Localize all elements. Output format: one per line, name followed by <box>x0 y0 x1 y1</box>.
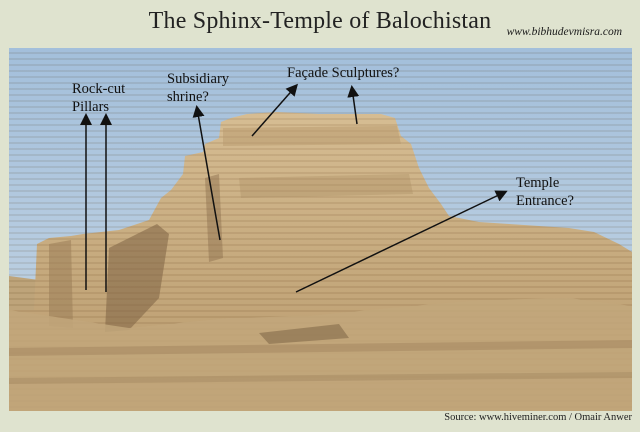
entrance-arrow <box>295 190 508 293</box>
label-line: Rock-cut <box>72 81 126 97</box>
label-line: Pillars <box>72 99 110 115</box>
sphinx-rock-photo <box>9 48 632 411</box>
facade-arrow-left <box>251 83 298 137</box>
website-credit: www.bibhudevmisra.com <box>506 26 622 38</box>
shrine-arrow <box>192 105 221 241</box>
label-temple-entrance: Temple Entrance? <box>516 174 574 210</box>
label-line: Entrance? <box>516 193 574 209</box>
label-facade-sculptures: Façade Sculptures? <box>287 65 400 81</box>
label-rock-cut-pillars: Rock-cut Pillars <box>72 80 125 116</box>
source-credit: Source: www.hiveminer.com / Omair Anwer <box>444 412 632 423</box>
label-line: Subsidiary <box>167 71 230 87</box>
facade-arrow-right <box>347 85 360 125</box>
label-subsidiary-shrine: Subsidiary shrine? <box>167 70 229 106</box>
page-title: The Sphinx-Temple of Balochistan <box>148 8 492 34</box>
label-line: Temple <box>516 175 560 191</box>
label-line: shrine? <box>167 89 209 105</box>
